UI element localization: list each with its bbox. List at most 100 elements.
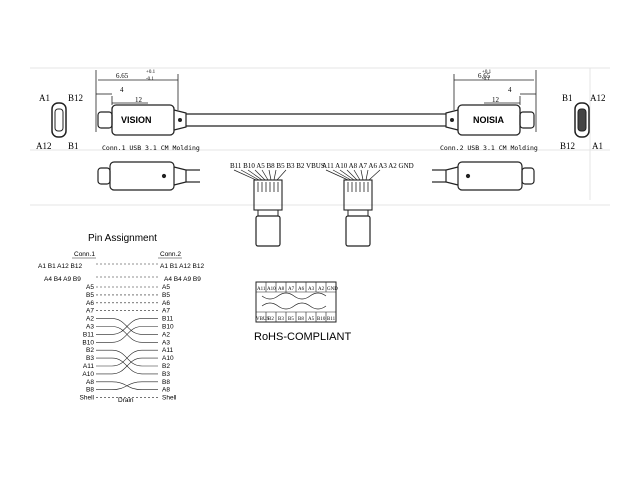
- pin-row-left-label: A3: [86, 324, 94, 331]
- pin-row-left-label: B11: [83, 331, 94, 338]
- pin-row-left-label: A11: [83, 363, 94, 370]
- rohs-bottom-cell: B10: [317, 317, 326, 322]
- rohs-bottom-cell: A5: [308, 317, 315, 322]
- pin-row-right-label: B5: [162, 292, 170, 299]
- pin-row-left-label: Shell: [80, 395, 95, 402]
- left-pin-b12: B12: [68, 93, 83, 103]
- left-plug-top-view: [97, 161, 200, 191]
- pin-row-right-label: A3: [162, 339, 170, 346]
- rohs-top-cell: GND: [327, 287, 338, 292]
- right-receptacle-end-view: [574, 102, 590, 138]
- pin-row-left-label: A6: [86, 300, 94, 307]
- pin-row-left-label: A7: [86, 308, 94, 315]
- rohs-top-row: A11 A10 A8 A7 A6 A3 A2 GND: [257, 287, 338, 292]
- right-pin-b1: B1: [562, 93, 573, 103]
- pin-assignment-title: Pin Assignment: [88, 233, 157, 244]
- pin-row-left-label: B10: [82, 339, 94, 346]
- pin-row-right-label: A5: [162, 284, 170, 291]
- rohs-bottom-row: VBUS B2 B3 B5 B8 A5 B10 B11: [256, 317, 336, 322]
- rohs-top-cell: A6: [298, 287, 305, 292]
- right-dim-4: 4: [508, 86, 512, 94]
- pin-row-right-label: A6: [162, 300, 170, 307]
- conn2-header: Conn.2: [160, 251, 181, 258]
- right-plug-top-view: [432, 161, 535, 191]
- right-pin-a12: A12: [590, 93, 606, 103]
- pcb-left-assembly: [233, 169, 287, 247]
- left-dimension-lines: [96, 74, 179, 110]
- brand-logo-left: VISION: [121, 115, 152, 125]
- left-dim-overall: 6.65: [116, 72, 129, 80]
- pcb-right-pin-labels: A11 A10 A8 A7 A6 A3 A2 GND: [322, 162, 414, 170]
- conn1-header: Conn.1: [74, 251, 95, 258]
- rohs-bottom-cell: B2: [268, 317, 274, 322]
- pin-row-left-label: A10: [82, 371, 94, 378]
- left-pin-b1: B1: [68, 141, 79, 151]
- pin-row-left-label: B5: [86, 292, 94, 299]
- right-dimension-lines: [453, 74, 536, 110]
- conn1-molding-label: Conn.1 USB 3.1 CM Molding: [102, 144, 200, 152]
- pin-connection-wire: [96, 381, 158, 390]
- pin-row-left-label: B8: [86, 387, 94, 394]
- pin-connection-wire: [96, 326, 158, 343]
- rohs-top-cell: A11: [257, 287, 266, 292]
- pin-row-right-label: B10: [162, 324, 174, 331]
- right-dim-tol-plus: +0.1: [482, 70, 492, 75]
- left-receptacle-end-view: [51, 102, 67, 138]
- pcb-right-assembly: [325, 169, 381, 247]
- pin-row-left-label: A8: [86, 379, 94, 386]
- conn1-group2: A4 B4 A9 B9: [44, 276, 81, 283]
- pin-row-left-label: A5: [86, 284, 94, 291]
- pin-connection-wire: [96, 357, 158, 375]
- pin-row-right-label: B11: [162, 316, 173, 323]
- left-pin-a12: A12: [36, 141, 52, 151]
- rohs-bottom-cell: B11: [327, 317, 336, 322]
- left-dim-tol-plus: +0.1: [146, 70, 156, 75]
- left-dim-12: 12: [135, 96, 143, 104]
- left-plug-side-view: [95, 70, 430, 136]
- pin-row-right-label: Shell: [162, 395, 177, 402]
- scan-background: [30, 67, 610, 206]
- brand-logo-right: NOISIA: [473, 115, 505, 125]
- pin-row-right-label: A2: [162, 331, 170, 338]
- conn2-group1: A1 B1 A12 B12: [160, 263, 204, 270]
- pcb-left-pin-labels: B11 B10 A5 B8 B5 B3 B2 VBUS: [230, 162, 325, 170]
- right-dim-12: 12: [492, 96, 500, 104]
- rohs-bottom-cell: B3: [278, 317, 284, 322]
- rohs-top-cell: A2: [318, 287, 325, 292]
- pin-row-right-label: A7: [162, 308, 170, 315]
- right-pin-a1: A1: [592, 141, 603, 151]
- rohs-top-cell: A8: [278, 287, 285, 292]
- pin-row-left-label: B2: [86, 347, 94, 354]
- left-pin-a1: A1: [39, 93, 50, 103]
- pin-row-left-label: A2: [86, 316, 94, 323]
- conn2-group2: A4 B4 A9 B9: [164, 276, 201, 283]
- left-dim-tol-minus: -0.1: [146, 77, 154, 82]
- pin-row-right-label: B3: [162, 371, 170, 378]
- right-pin-b12: B12: [560, 141, 575, 151]
- right-plug-side-view: [430, 70, 537, 136]
- conn2-molding-label: Conn.2 USB 3.1 CM Molding: [440, 144, 538, 152]
- pin-row-right-label: A8: [162, 387, 170, 394]
- drain-label: Drain: [118, 397, 134, 404]
- rohs-top-cell: A10: [267, 287, 276, 292]
- rohs-compliant-label: RoHS-COMPLIANT: [254, 331, 351, 343]
- rohs-top-cell: A3: [308, 287, 315, 292]
- pin-row-right-label: B8: [162, 379, 170, 386]
- pin-row-right-label: A11: [162, 347, 173, 354]
- right-dim-overall: 6.65: [478, 72, 491, 80]
- rohs-bottom-cell: VBUS: [256, 317, 270, 322]
- pin-row-left-label: B3: [86, 355, 94, 362]
- pin-connection-wire: [96, 318, 158, 335]
- right-dim-tol-minus: -0.1: [482, 77, 490, 82]
- pin-row-right-label: B2: [162, 363, 170, 370]
- rohs-bottom-cell: B8: [298, 317, 304, 322]
- pin-connection-wire: [96, 349, 158, 367]
- conn1-group1: A1 B1 A12 B12: [38, 263, 82, 270]
- pin-row-right-label: A10: [162, 355, 174, 362]
- left-dim-4: 4: [120, 86, 124, 94]
- rohs-bottom-cell: B5: [288, 317, 294, 322]
- rohs-top-cell: A7: [288, 287, 295, 292]
- rohs-pcb-layout: [255, 281, 337, 323]
